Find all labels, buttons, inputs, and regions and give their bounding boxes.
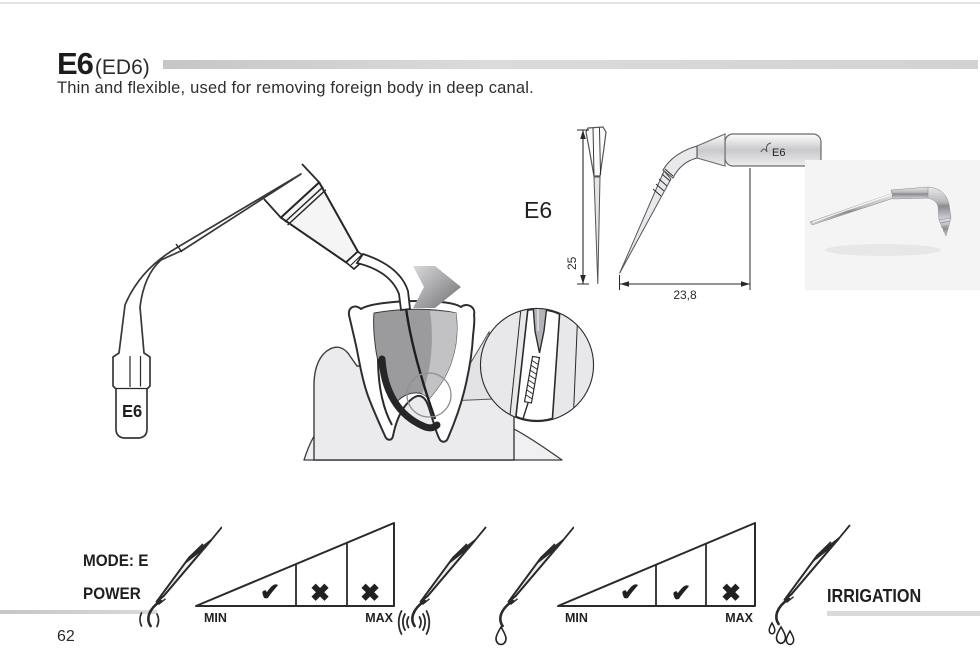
working-length-value: 23,8 (673, 288, 697, 302)
tip-outline (112, 173, 302, 439)
product-photo (805, 160, 980, 290)
model-name: E6 (57, 46, 94, 81)
focus-circle (406, 372, 452, 418)
tip-base-label: E6 (122, 400, 142, 421)
page-title: E6(ED6) (57, 46, 150, 82)
power-label: POWER (83, 584, 141, 603)
mode-label: MODE: E (83, 551, 149, 570)
header-rule (163, 60, 978, 69)
power-max-label: MAX (365, 611, 393, 625)
application-illustration (263, 163, 595, 461)
page-number: 62 (57, 628, 75, 645)
irrigation-underline (827, 611, 980, 616)
tip-in-canal (404, 307, 437, 420)
vibration-waves-max-icon (397, 610, 431, 635)
irrigation-max-label: MAX (725, 611, 753, 625)
dimension-view-label: E6 (524, 197, 552, 223)
water-drops-icon (768, 621, 795, 646)
handpiece-irrigation-min-icon (495, 525, 574, 646)
irrigation-mark-3: ✖ (721, 580, 741, 607)
irrigation-scale-triangle: ✔ ✔ ✖ MIN MAX (557, 522, 756, 625)
irrigation-mark-2: ✔ (671, 580, 691, 607)
irrigation-min-label: MIN (565, 611, 588, 625)
power-mark-2: ✖ (310, 580, 330, 607)
front-view: 25 (565, 126, 607, 285)
irrigation-label: IRRIGATION (827, 586, 922, 606)
overall-length-dimension: 25 (565, 129, 589, 285)
page-top-rule (0, 2, 980, 4)
power-scale-triangle: ✔ ✖ ✖ MIN MAX (195, 522, 395, 625)
working-length-dimension: 23,8 (619, 168, 751, 302)
direction-arrow-icon (413, 266, 461, 308)
root-canal-curve (378, 355, 441, 432)
irrigation-mark-1: ✔ (620, 579, 640, 606)
power-mark-1: ✔ (260, 579, 280, 606)
power-underline (0, 610, 157, 614)
model-variant: (ED6) (94, 56, 150, 79)
vibration-waves-min-icon (139, 612, 160, 628)
tip-line-drawing: E6 (112, 173, 302, 439)
dimension-drawing: E6 25 E6 (524, 126, 822, 302)
instrument-tip-detail (532, 309, 548, 354)
handpiece-vibration-max-icon (397, 525, 488, 635)
power-min-label: MIN (204, 611, 227, 625)
power-mark-3: ✖ (360, 580, 380, 607)
magnifier-detail (479, 307, 595, 423)
brand-logo-mark (760, 142, 772, 153)
shank-engraving: E6 (772, 147, 785, 159)
handpiece-illustration (263, 163, 411, 311)
handpiece-irrigation-max-icon (768, 523, 852, 646)
handpiece-vibration-min-icon (139, 525, 222, 628)
water-drop-icon (495, 625, 507, 646)
foreign-body-fragment (523, 355, 541, 404)
overall-length-value: 25 (565, 256, 579, 270)
product-description: Thin and flexible, used for removing for… (57, 79, 534, 97)
side-view: E6 23,8 (619, 133, 822, 302)
photo-tip (809, 186, 952, 237)
